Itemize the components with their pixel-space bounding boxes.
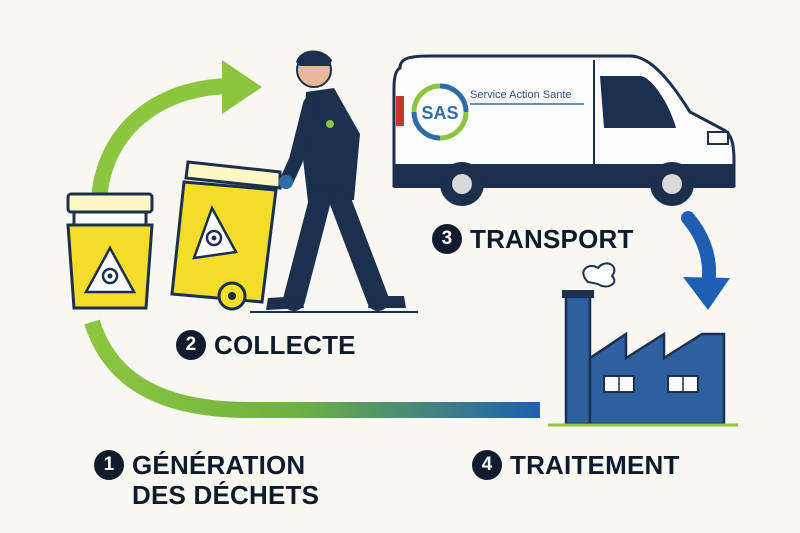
step-4-traitement: 4 TRAITEMENT xyxy=(472,450,680,480)
step-1-generation: 1 GÉNÉRATION DES DÉCHETS xyxy=(94,450,319,510)
step-1-label-line2: DES DÉCHETS xyxy=(132,480,320,510)
step-2-collecte: 2 COLLECTE xyxy=(176,330,356,360)
factory-icon xyxy=(548,262,738,427)
step-4-number: 4 xyxy=(472,450,502,480)
wheeled-biohazard-bin-icon xyxy=(170,160,282,311)
worker-icon xyxy=(250,50,418,313)
step-1-label: GÉNÉRATION DES DÉCHETS xyxy=(132,450,319,510)
recycle-icon xyxy=(411,83,469,141)
step-3-transport: 3 TRANSPORT xyxy=(432,224,634,254)
step-3-number: 3 xyxy=(432,224,462,254)
step-1-label-line1: GÉNÉRATION xyxy=(132,450,306,480)
van-company-name: Service Action Sante xyxy=(470,89,572,101)
step-2-number: 2 xyxy=(176,330,206,360)
green-arc-arrow-icon xyxy=(92,60,262,198)
van-logo-text: SAS xyxy=(421,103,458,123)
step-1-number: 1 xyxy=(94,450,124,480)
van-icon: SAS Service Action Sante xyxy=(392,54,736,206)
step-3-label: TRANSPORT xyxy=(470,224,634,254)
step-2-label: COLLECTE xyxy=(214,330,356,360)
step-4-label: TRAITEMENT xyxy=(510,450,680,480)
small-biohazard-bin-icon xyxy=(66,192,154,310)
blue-arrow-icon xyxy=(681,211,730,310)
return-arc-arrow-icon xyxy=(84,319,540,418)
